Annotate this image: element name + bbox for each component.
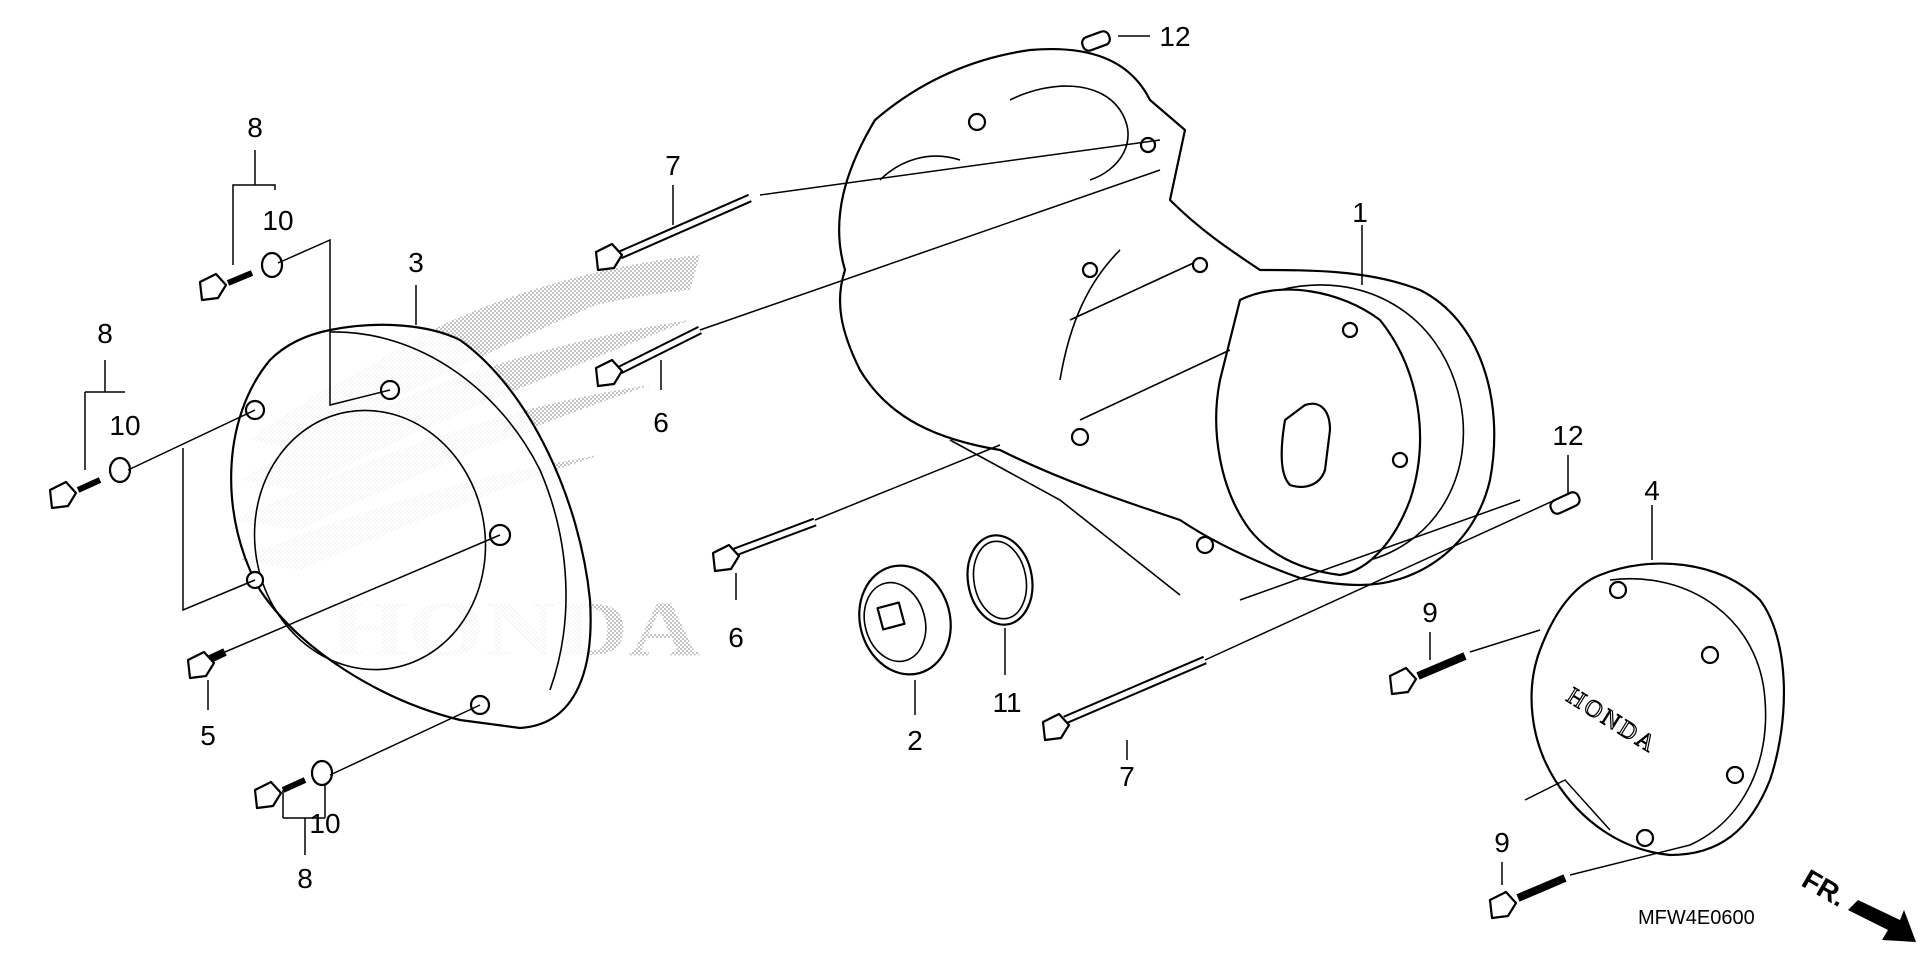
callout-5: 5: [200, 720, 216, 751]
callout-10-top: 10: [262, 205, 293, 236]
callout-leaders: [84, 35, 1653, 885]
callout-11: 11: [992, 687, 1021, 718]
bolt-5: [186, 648, 227, 680]
callout-6-lower: 6: [728, 622, 744, 653]
callout-7-upper: 7: [665, 150, 681, 181]
callout-1: 1: [1352, 197, 1368, 228]
bolt-7-upper: [594, 193, 752, 272]
callout-12-right: 12: [1552, 420, 1583, 451]
callout-8-bottom: 8: [297, 863, 313, 894]
callout-9-upper: 9: [1422, 597, 1438, 628]
part-1-crankcase-cover: [838, 48, 1496, 596]
part-11-o-ring: [966, 534, 1034, 626]
callout-10-mid: 10: [109, 410, 140, 441]
callout-3: 3: [408, 247, 424, 278]
callout-7-lower: 7: [1119, 761, 1135, 792]
callout-2: 2: [907, 725, 923, 756]
bolt-6-lower: [711, 517, 817, 573]
front-arrow-icon: [1848, 900, 1916, 942]
callout-labels: 1 2 3 4 5 6 6 7 7 8 8 8 9 9 10 10 10 11 …: [97, 21, 1660, 894]
callout-9-lower: 9: [1494, 827, 1510, 858]
part-3-clutch-cover: [230, 323, 592, 730]
front-indicator-label: FR.: [1797, 863, 1852, 912]
bolt-9-upper: [1388, 652, 1467, 696]
callout-10-bottom: 10: [309, 808, 340, 839]
callout-8-mid: 8: [97, 318, 113, 349]
bolt-8-top: [198, 251, 284, 302]
callout-12-top: 12: [1159, 21, 1190, 52]
part-4-ignition-cover: HONDA: [1530, 562, 1786, 857]
bolt-9-lower: [1488, 874, 1567, 920]
bolt-8-bottom: [253, 759, 334, 810]
dowel-pin-12-right: [1549, 491, 1581, 515]
front-direction-indicator: FR.: [1797, 863, 1916, 942]
bolt-6-upper: [594, 325, 703, 388]
dowel-pin-12-top: [1081, 30, 1111, 52]
bolt-8-mid: [48, 456, 132, 510]
callout-4: 4: [1644, 475, 1660, 506]
callout-6-upper: 6: [653, 407, 669, 438]
assembly-lines: [127, 139, 1691, 876]
bolt-7-lower: [1041, 655, 1207, 742]
callout-8-top: 8: [247, 112, 263, 143]
part-2-plug: [858, 564, 952, 676]
diagram-code: MFW4E0600: [1638, 907, 1755, 929]
